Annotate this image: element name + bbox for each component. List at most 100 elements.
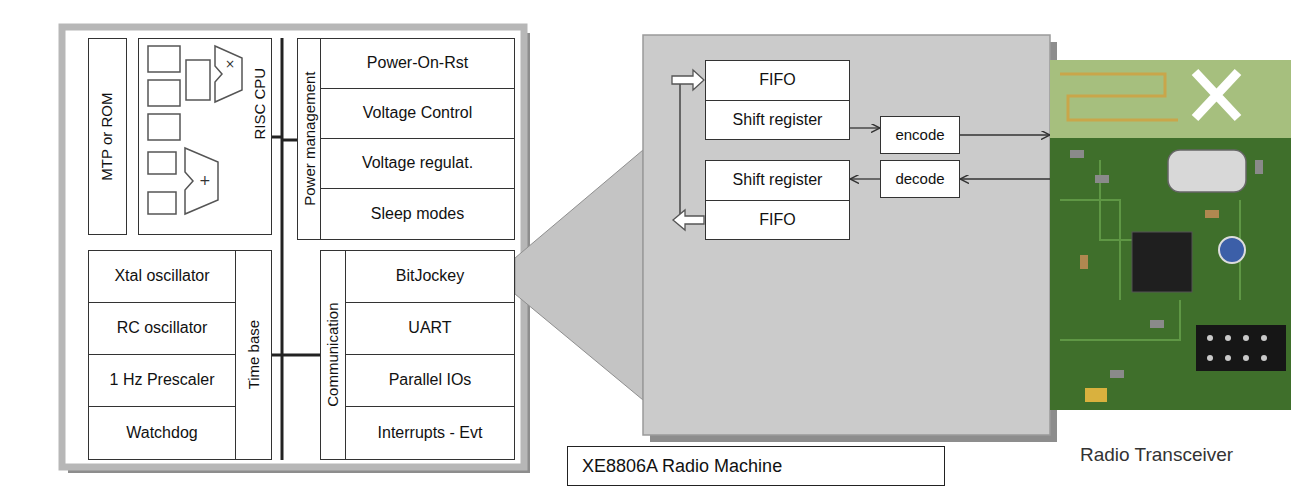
smd-part bbox=[1255, 160, 1263, 174]
node-text: BitJockey bbox=[396, 267, 464, 285]
node-text: Watchdog bbox=[126, 424, 197, 442]
crystal bbox=[1168, 150, 1246, 192]
caption-box: XE8806A Radio Machine bbox=[567, 446, 945, 486]
potentiometer bbox=[1219, 237, 1245, 263]
group-box: Time base Xtal oscillator RC oscillator 1 H… bbox=[88, 250, 272, 460]
hollow-arrow bbox=[673, 210, 704, 230]
logo-mark bbox=[1195, 72, 1238, 118]
smd-part bbox=[1080, 255, 1088, 269]
smd-part bbox=[1205, 210, 1219, 218]
node-text: RC oscillator bbox=[117, 319, 208, 337]
smd-part bbox=[1110, 370, 1124, 378]
smd-part bbox=[1150, 320, 1164, 328]
bus-link bbox=[272, 136, 282, 139]
pcb bbox=[1050, 60, 1291, 410]
register-icon bbox=[186, 60, 210, 100]
node-text: 1 Hz Prescaler bbox=[110, 371, 215, 389]
block-box: 1 Hz Prescaler bbox=[88, 354, 236, 407]
pin bbox=[1225, 355, 1231, 361]
coder-box: decode bbox=[880, 160, 960, 198]
signal-arrow bbox=[960, 178, 1050, 179]
block-box: UART bbox=[345, 302, 515, 355]
node-text: Sleep modes bbox=[371, 205, 464, 223]
block-box: Parallel IOs bbox=[345, 354, 515, 407]
vertical-label: Time base bbox=[245, 320, 262, 389]
bus-line bbox=[281, 38, 284, 460]
antenna-area bbox=[1050, 60, 1291, 138]
vertical-label: Power management bbox=[300, 72, 317, 206]
node-text: Radio Transceiver bbox=[1080, 444, 1233, 466]
zoom-panel bbox=[643, 35, 1050, 435]
node-text: encode bbox=[895, 126, 944, 143]
pin-header bbox=[1196, 325, 1286, 371]
memory-box: MTP or ROM bbox=[88, 38, 127, 235]
block-box: Sleep modes bbox=[320, 188, 515, 240]
pin bbox=[1261, 355, 1267, 361]
node-text: decode bbox=[895, 170, 944, 187]
node-text: FIFO bbox=[759, 211, 795, 229]
bus-link bbox=[282, 354, 320, 357]
operator-symbol: × bbox=[225, 58, 235, 70]
node-text: Parallel IOs bbox=[389, 371, 472, 389]
group-box: Power management Power-On-RstVoltage Cont… bbox=[297, 38, 515, 240]
bus-link bbox=[272, 354, 282, 357]
signal-arrow bbox=[960, 134, 1050, 135]
node-text: Voltage regulat. bbox=[362, 154, 473, 172]
vertical-label: RISC CPU bbox=[251, 68, 268, 140]
node-text: Shift register bbox=[733, 171, 823, 189]
pin bbox=[1243, 355, 1249, 361]
block-box: RC oscillator bbox=[88, 302, 236, 355]
label-column: Communication bbox=[321, 251, 345, 459]
node-text: FIFO bbox=[759, 71, 795, 89]
block-box: Xtal oscillator bbox=[88, 250, 236, 303]
smd-part bbox=[1095, 175, 1109, 183]
transceiver-node: Radio Transceiver bbox=[1050, 60, 1288, 480]
register-icon bbox=[148, 46, 180, 72]
adder-icon bbox=[185, 148, 218, 214]
block-box: Interrupts - Evt bbox=[345, 406, 515, 460]
fifo-box: FIFO bbox=[705, 200, 850, 240]
node-text: Interrupts - Evt bbox=[378, 424, 483, 442]
block-box: BitJockey bbox=[345, 250, 515, 303]
node-text: Voltage Control bbox=[363, 104, 472, 122]
capacitor bbox=[1085, 388, 1107, 402]
register-icon bbox=[148, 152, 176, 174]
signal-arrow bbox=[850, 178, 880, 179]
label-column: Time base bbox=[236, 251, 271, 459]
pin bbox=[1207, 335, 1213, 341]
register-icon bbox=[148, 114, 180, 140]
label-column: Power management bbox=[298, 39, 320, 239]
fifo-box: FIFO bbox=[705, 60, 850, 101]
cpu-box: RISC CPU bbox=[138, 38, 272, 235]
vertical-label: MTP or ROM bbox=[99, 92, 116, 180]
node-text: Shift register bbox=[733, 111, 823, 129]
node-text: Power-On-Rst bbox=[367, 54, 468, 72]
node-text: UART bbox=[408, 319, 451, 337]
group-box: Communication BitJockeyUART Parallel IOsIn… bbox=[320, 250, 515, 460]
data-bus-line bbox=[679, 84, 681, 216]
node-text: XE8806A Radio Machine bbox=[582, 456, 782, 477]
hollow-arrow bbox=[672, 70, 704, 90]
pin bbox=[1225, 335, 1231, 341]
pin bbox=[1243, 335, 1249, 341]
block-box: Voltage Control bbox=[320, 88, 515, 139]
antenna-trace bbox=[1060, 74, 1178, 120]
register-icon bbox=[148, 192, 176, 214]
bus-link bbox=[282, 139, 297, 142]
block-box: Power-On-Rst bbox=[320, 38, 515, 89]
radio-board bbox=[1050, 60, 1291, 410]
label-column: MTP or ROM bbox=[89, 39, 126, 234]
chip bbox=[1132, 232, 1192, 292]
register-box: Shift register bbox=[705, 100, 850, 140]
register-icon bbox=[148, 80, 180, 106]
block-box: Voltage regulat. bbox=[320, 138, 515, 189]
chip-frame bbox=[62, 27, 524, 467]
pin bbox=[1261, 335, 1267, 341]
operator-symbol: + bbox=[199, 173, 211, 187]
zoom-wedge bbox=[515, 150, 643, 400]
pin bbox=[1207, 355, 1213, 361]
multiplier-icon bbox=[215, 46, 242, 102]
smd-part bbox=[1070, 150, 1084, 158]
register-box: Shift register bbox=[705, 160, 850, 201]
